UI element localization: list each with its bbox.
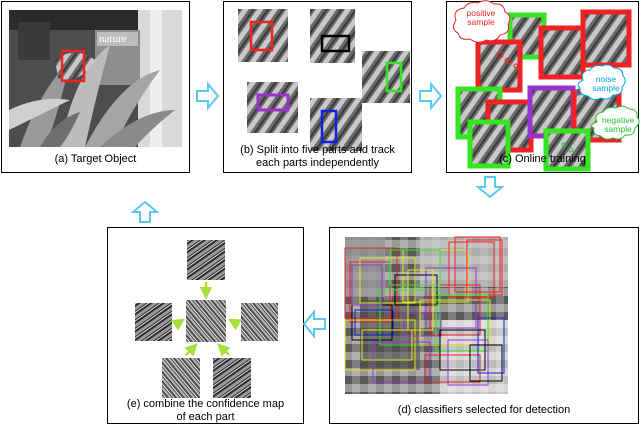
caption-b-line2: each parts independently [256,157,379,169]
caption-e-line1: (e) combine the confidence map [126,398,285,410]
part-box-green [385,61,403,93]
caption-c: (c) Online training [499,153,586,165]
negative-label-line2: sample [604,124,632,134]
positive-label-line1: positive [466,8,496,18]
caption-a: (a) Target Object [54,153,137,165]
positive-cloud-label: positive sample [458,9,504,27]
part-box-black [320,34,351,53]
target-box [60,49,86,83]
magazine-text: nature [99,33,127,45]
part-box-purple [256,93,290,112]
positive-label-line2: sample [467,17,495,27]
confidence-maps [135,240,278,398]
caption-b-line1: (b) Split into five parts and track [240,144,395,156]
arrow-e-to-a [130,200,160,223]
classifier-boxes [344,236,505,386]
arrow-d-to-e [302,309,326,339]
negative-cloud [591,105,640,140]
arrow-c-to-d [475,176,505,199]
caption-d: (d) classifiers selected for detection [397,404,571,416]
part-box-blue [320,109,338,144]
noise-label-line1: noise [595,74,617,84]
caption-b: (b) Split into five parts and track each… [223,144,412,170]
arrow-a-to-b [196,81,220,111]
training-samples [455,9,632,172]
noise-cloud-label: noise sample [586,75,626,93]
caption-e: (e) combine the confidence map of each p… [107,398,304,424]
positive-cloud [452,0,511,43]
part-thumbnails [238,9,410,151]
noise-label-line2: sample [592,83,620,93]
target-photo [9,10,182,147]
caption-e-line2: of each part [176,411,235,423]
part-box-red [249,20,274,52]
noise-cloud [577,64,626,101]
arrow-b-to-c [419,81,443,111]
negative-label-line1: negative [601,115,635,125]
combine-arrows [171,282,242,357]
negative-cloud-label: negative sample [596,116,640,134]
